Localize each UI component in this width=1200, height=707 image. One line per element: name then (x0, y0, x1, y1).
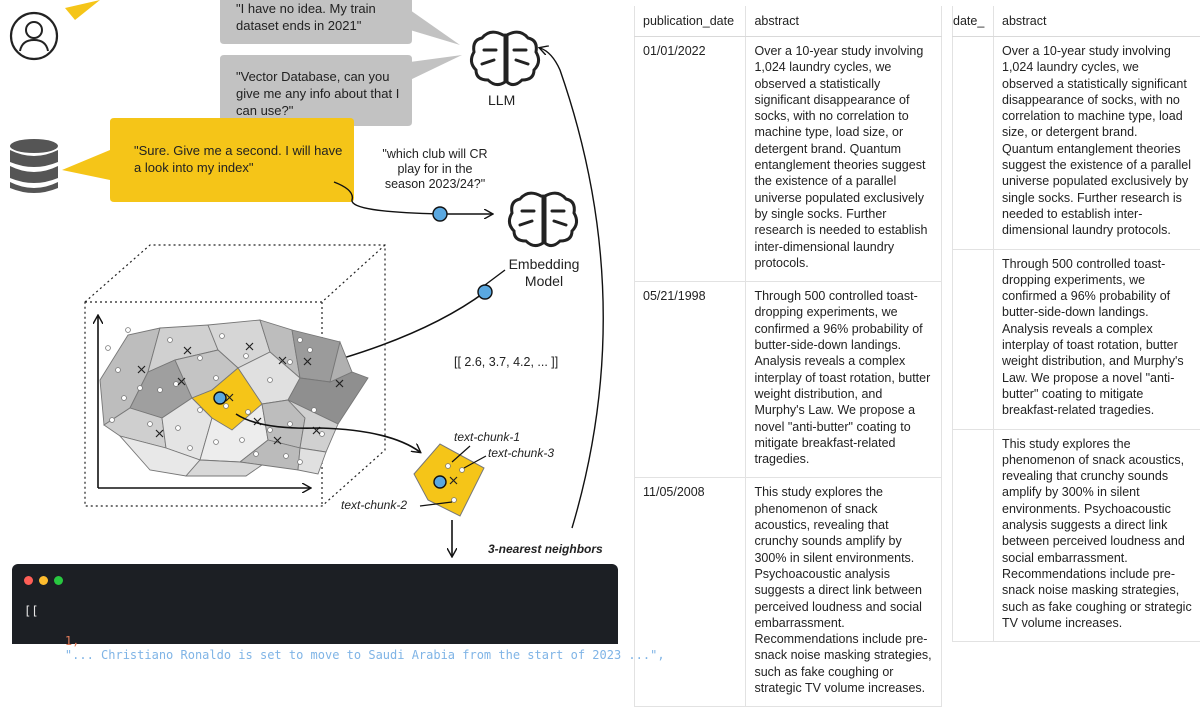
table-row[interactable]: 05/21/1998 Through 500 controlled toast-… (635, 282, 942, 478)
embedding-point (478, 285, 492, 299)
terminal-window: [[ 1, "... Christiano Ronaldo is set to … (12, 564, 618, 644)
database-icon (10, 139, 58, 193)
row-abstract: Through 500 controlled toast-dropping ex… (746, 282, 942, 478)
row-date: 11/05/2008 (635, 478, 746, 707)
column-header-date-clipped[interactable]: _date (953, 6, 994, 37)
terminal-line-1: [[ (24, 604, 38, 618)
row-date-clipped (953, 37, 994, 250)
terminal-result: "... Christiano Ronaldo is set to move t… (65, 648, 665, 662)
query-vector-point (214, 392, 226, 404)
row-abstract: This study explores the phenomenon of sn… (994, 429, 1200, 642)
table-header-row: publication_date abstract (635, 6, 942, 37)
llm-request-bubble-tail (410, 55, 462, 80)
row-date: 01/01/2022 (635, 37, 746, 282)
user-bubble-tail (65, 0, 100, 20)
column-header-abstract[interactable]: abstract (746, 6, 942, 37)
chunk3-label: text-chunk-3 (488, 446, 554, 460)
row-date-clipped (953, 249, 994, 429)
llm-request-text: "Vector Database, can you give me any in… (236, 68, 406, 119)
close-dot-icon[interactable] (24, 576, 33, 585)
llm-brain-icon (471, 32, 538, 84)
terminal-index: 1, (65, 634, 79, 648)
chunk2-label: text-chunk-2 (341, 498, 407, 512)
minimize-dot-icon[interactable] (39, 576, 48, 585)
table-row[interactable]: 01/01/2022 Over a 10-year study involvin… (635, 37, 942, 282)
maximize-dot-icon[interactable] (54, 576, 63, 585)
neighbors-label: 3-nearest neighbors (488, 542, 603, 556)
llm-label: LLM (488, 92, 515, 108)
column-header-abstract[interactable]: abstract (994, 6, 1200, 37)
table-row[interactable]: Over a 10-year study involving 1,024 lau… (953, 37, 1200, 250)
embedding-brain-icon (509, 193, 576, 245)
db-reply-text: "Sure. Give me a second. I will have a l… (134, 142, 344, 176)
llm-reply-bubble-tail (410, 10, 460, 45)
query-point (433, 207, 447, 221)
abstracts-table: publication_date abstract 01/01/2022 Ove… (634, 6, 942, 707)
table-header-row: _date abstract (953, 6, 1200, 37)
vector-label: [[ 2.6, 3.7, 4.2, ... ]] (454, 355, 558, 369)
query-label: "which club will CR play for in the seas… (376, 147, 494, 192)
row-abstract: This study explores the phenomenon of sn… (746, 478, 942, 707)
column-header-date[interactable]: publication_date (635, 6, 746, 37)
table-row[interactable]: Through 500 controlled toast-dropping ex… (953, 249, 1200, 429)
table-row[interactable]: 11/05/2008 This study explores the pheno… (635, 478, 942, 707)
row-date: 05/21/1998 (635, 282, 746, 478)
table-row[interactable]: This study explores the phenomenon of sn… (953, 429, 1200, 642)
embedding-model-label: Embedding Model (494, 256, 594, 290)
chunk1-label: text-chunk-1 (454, 430, 520, 444)
llm-reply-text: "I have no idea. My train dataset ends i… (236, 0, 406, 34)
user-icon (11, 13, 57, 59)
row-abstract: Over a 10-year study involving 1,024 lau… (746, 37, 942, 282)
row-abstract: Over a 10-year study involving 1,024 lau… (994, 37, 1200, 250)
row-abstract: Through 500 controlled toast-dropping ex… (994, 249, 1200, 429)
abstracts-table-duplicate: _date abstract Over a 10-year study invo… (952, 6, 1200, 642)
row-date-clipped (953, 429, 994, 642)
terminal-line-2: 1, "... Christiano Ronaldo is set to mov… (36, 620, 665, 676)
